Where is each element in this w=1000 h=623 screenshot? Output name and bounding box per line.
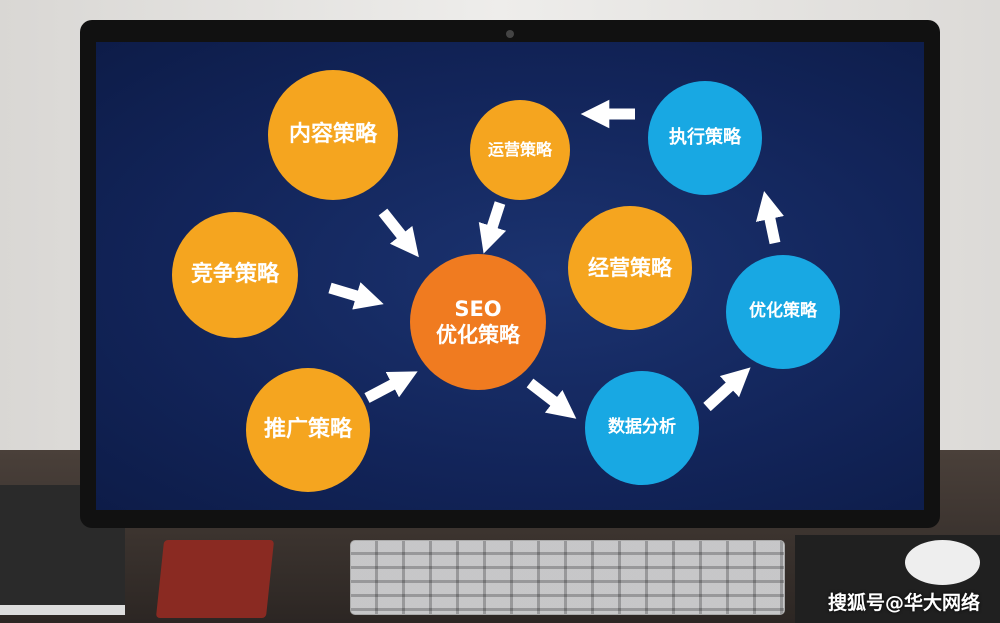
arrow-compete-to-seo xyxy=(328,282,384,310)
center-label-seo: SEO xyxy=(454,296,502,321)
node-content-strategy: 内容策略 xyxy=(268,70,398,200)
keyboard xyxy=(350,540,785,615)
node-label: 内容策略 xyxy=(288,122,377,148)
node-label: 竞争策略 xyxy=(190,262,279,288)
node-label: 执行策略 xyxy=(669,126,741,148)
arrow-optimize-to-exec xyxy=(755,191,784,245)
node-label: 推广策略 xyxy=(263,417,352,443)
watermark: 搜狐号@华大网络 xyxy=(827,592,980,614)
arrow-seo-to-data xyxy=(526,378,577,419)
node-execution-strategy: 执行策略 xyxy=(648,81,762,195)
node-label: 经营策略 xyxy=(588,255,672,280)
node-operations-strategy: 运营策略 xyxy=(470,100,570,200)
node-label: 运营策略 xyxy=(487,140,552,159)
node-label: 优化策略 xyxy=(749,301,817,322)
node-label: 数据分析 xyxy=(608,417,676,438)
arrow-ops-to-seo xyxy=(478,201,507,254)
arrow-data-to-optimize xyxy=(703,367,751,412)
node-business-strategy: 经营策略 xyxy=(568,206,692,330)
arrow-promote-to-seo xyxy=(364,371,418,403)
arrow-content-to-seo xyxy=(378,208,419,258)
center-label: 优化策略 xyxy=(436,323,520,347)
node-competition-strategy: 竞争策略 xyxy=(172,212,298,338)
red-book xyxy=(155,540,275,618)
node-optimization-strategy: 优化策略 xyxy=(726,255,840,369)
webcam xyxy=(506,30,514,38)
node-promotion-strategy: 推广策略 xyxy=(246,368,370,492)
mouse xyxy=(905,540,980,585)
node-data-analysis: 数据分析 xyxy=(585,371,699,485)
